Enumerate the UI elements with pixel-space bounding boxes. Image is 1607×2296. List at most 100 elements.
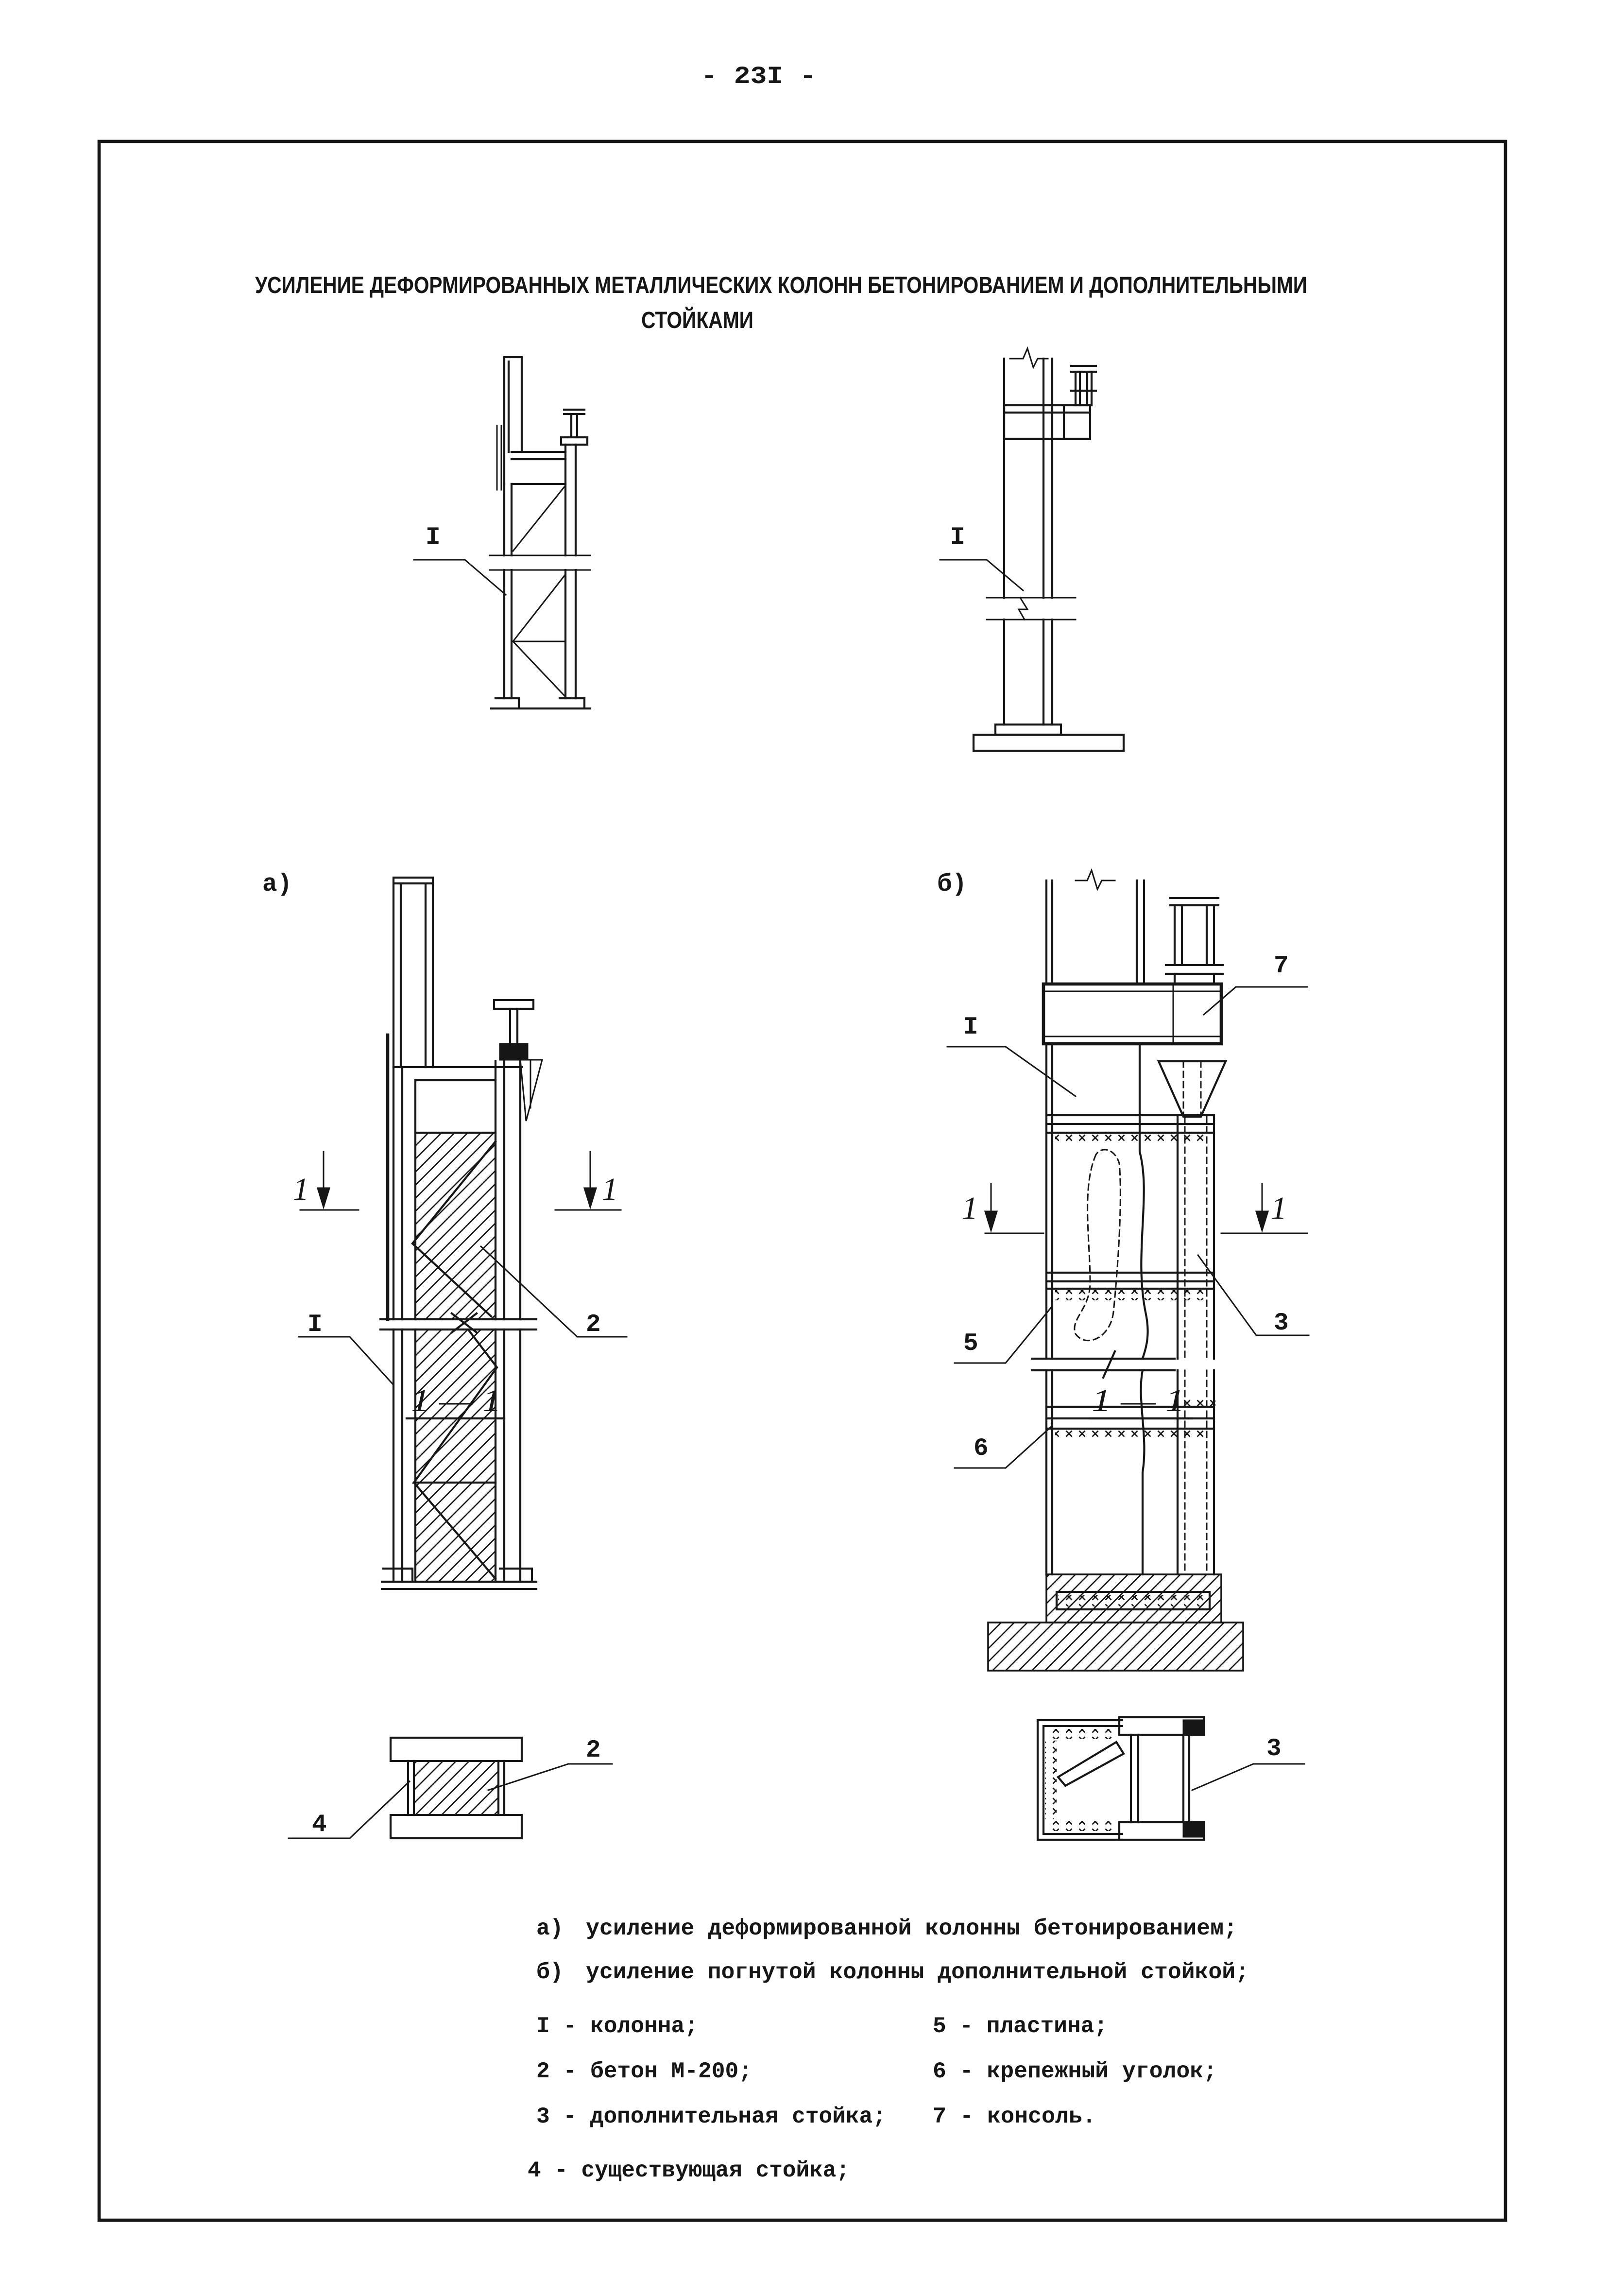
lattice-bracing — [512, 484, 567, 698]
upper-column — [1045, 879, 1145, 985]
section-a: 1 — 1 2 4 — [288, 1383, 613, 1840]
title-line-1: УСИЛЕНИЕ ДЕФОРМИРОВАННЫХ МЕТАЛЛИЧЕСКИХ К… — [255, 273, 1307, 298]
callout-concrete: 2 — [586, 1311, 601, 1339]
foundation-block-inner — [1055, 1590, 1211, 1611]
section-arrowhead-left — [984, 1210, 998, 1233]
section-mark-left: 1 — [293, 1172, 309, 1207]
break-lines — [1030, 1350, 1176, 1379]
lattice-bracing — [411, 1140, 498, 1580]
page-number: - 23I - — [701, 63, 816, 91]
leader-line-console — [1202, 986, 1308, 1016]
leader-line-additional-post — [1197, 1254, 1310, 1336]
callout-angle: 6 — [974, 1435, 989, 1463]
section-mark-right: 1 — [1271, 1191, 1287, 1226]
callout-existing-post: 4 — [312, 1811, 327, 1839]
callout-additional-post: 3 — [1266, 1735, 1282, 1763]
break-lines — [379, 1318, 538, 1331]
figure-label-a: а) — [262, 871, 292, 898]
post-flange-bottom — [1182, 1823, 1205, 1838]
webs — [407, 1760, 506, 1816]
small-elevation-a: I — [413, 356, 592, 710]
section-title: 1 — 1 — [1092, 1383, 1185, 1418]
column — [1003, 357, 1054, 726]
triangular-bracket-inner — [1182, 1060, 1202, 1118]
leader-line-angle — [954, 1424, 1054, 1469]
post-flange-top — [1182, 1719, 1205, 1734]
elevation-b: б) 1 1 I 7 3 — [937, 868, 1310, 1672]
legend-item: 2 - бетон М-200; — [536, 2058, 752, 2084]
foundation-slab — [987, 1622, 1244, 1672]
plate-middle — [1045, 1271, 1215, 1290]
leader-line-additional-post — [1191, 1763, 1305, 1791]
leader-line-existing-post — [288, 1780, 411, 1839]
drawing-frame — [97, 139, 1507, 2222]
callout-concrete: 2 — [586, 1737, 601, 1764]
concrete-fill-lower — [414, 1329, 496, 1583]
column-left-flange — [1045, 1042, 1054, 1576]
base — [380, 1567, 538, 1590]
diagonal-plate — [1056, 1741, 1125, 1787]
section-b: 1 — 1 3 — [1036, 1383, 1305, 1841]
section-arrowhead-right — [583, 1187, 598, 1210]
legend-item: 4 - существующая стойка; — [528, 2158, 850, 2183]
leader-line-column — [946, 1046, 1077, 1098]
callout-console: 7 — [1274, 952, 1289, 980]
callout-plate: 5 — [963, 1330, 978, 1358]
concrete-fill — [413, 1760, 499, 1816]
section-mark-left: 1 — [962, 1191, 978, 1226]
side-plate — [496, 425, 502, 491]
upper-column — [392, 876, 434, 1069]
left-chord — [503, 483, 513, 700]
weld-upper — [1055, 1134, 1210, 1144]
channel-outline — [1036, 1719, 1124, 1841]
right-chord — [494, 1060, 522, 1583]
leader-line-plate — [954, 1305, 1054, 1364]
caption-b-marker: б) — [536, 1959, 564, 1985]
callout-column: I — [426, 524, 441, 552]
legend-item: 7 - консоль. — [933, 2104, 1096, 2129]
base — [490, 697, 592, 710]
web — [1129, 1733, 1191, 1824]
crane-rail — [493, 999, 535, 1045]
legend-item: 6 - крепежный уголок; — [933, 2058, 1217, 2084]
weld-angle — [1055, 1430, 1210, 1440]
deformation-outline — [1074, 1149, 1121, 1342]
break-lines — [489, 554, 591, 571]
weld-top — [1047, 1728, 1118, 1739]
caption-a-text: усиление деформированной колонны бетонир… — [586, 1916, 1237, 1941]
plate-upper — [1045, 1114, 1215, 1134]
additional-post — [1176, 1115, 1215, 1576]
leader-line-concrete — [487, 1763, 613, 1791]
crane-beam — [392, 1066, 523, 1134]
weld-side — [1044, 1740, 1057, 1819]
bent-column-flange — [1138, 1042, 1149, 1576]
captions: а) усиление деформированной колонны бето… — [536, 1916, 1249, 1985]
concrete-fill-upper — [414, 1132, 496, 1320]
small-elevation-b: I — [939, 346, 1125, 752]
weld-bottom — [1047, 1820, 1118, 1831]
section-title: 1 — 1 — [411, 1383, 501, 1418]
weld-middle — [1055, 1290, 1210, 1300]
rail-bearing-plate — [499, 1043, 529, 1061]
legend-item: 3 - дополнительная стойка; — [536, 2104, 886, 2129]
callout-column: I — [950, 524, 965, 552]
right-chord — [564, 443, 577, 700]
leader-line-concrete — [479, 1245, 628, 1338]
foundation — [972, 733, 1125, 752]
drawing-title: УСИЛЕНИЕ ДЕФОРМИРОВАННЫХ МЕТАЛЛИЧЕСКИХ К… — [255, 273, 1307, 333]
legend: I - колонна; 2 - бетон М-200; 3 - дополн… — [528, 2013, 1217, 2183]
callout-column: I — [308, 1311, 323, 1339]
console — [1042, 982, 1223, 1046]
triangular-bracket — [519, 1059, 543, 1122]
upper-column — [503, 356, 523, 485]
crane-post — [1164, 897, 1224, 985]
callout-column: I — [963, 1014, 978, 1041]
legend-item: 5 - пластина; — [933, 2013, 1108, 2039]
column-break-mark — [1009, 346, 1049, 370]
section-mark-right: 1 — [602, 1172, 618, 1207]
caption-a-marker: а) — [536, 1916, 564, 1941]
figure-label-b: б) — [937, 871, 967, 898]
section-arrowhead-left — [316, 1187, 331, 1210]
